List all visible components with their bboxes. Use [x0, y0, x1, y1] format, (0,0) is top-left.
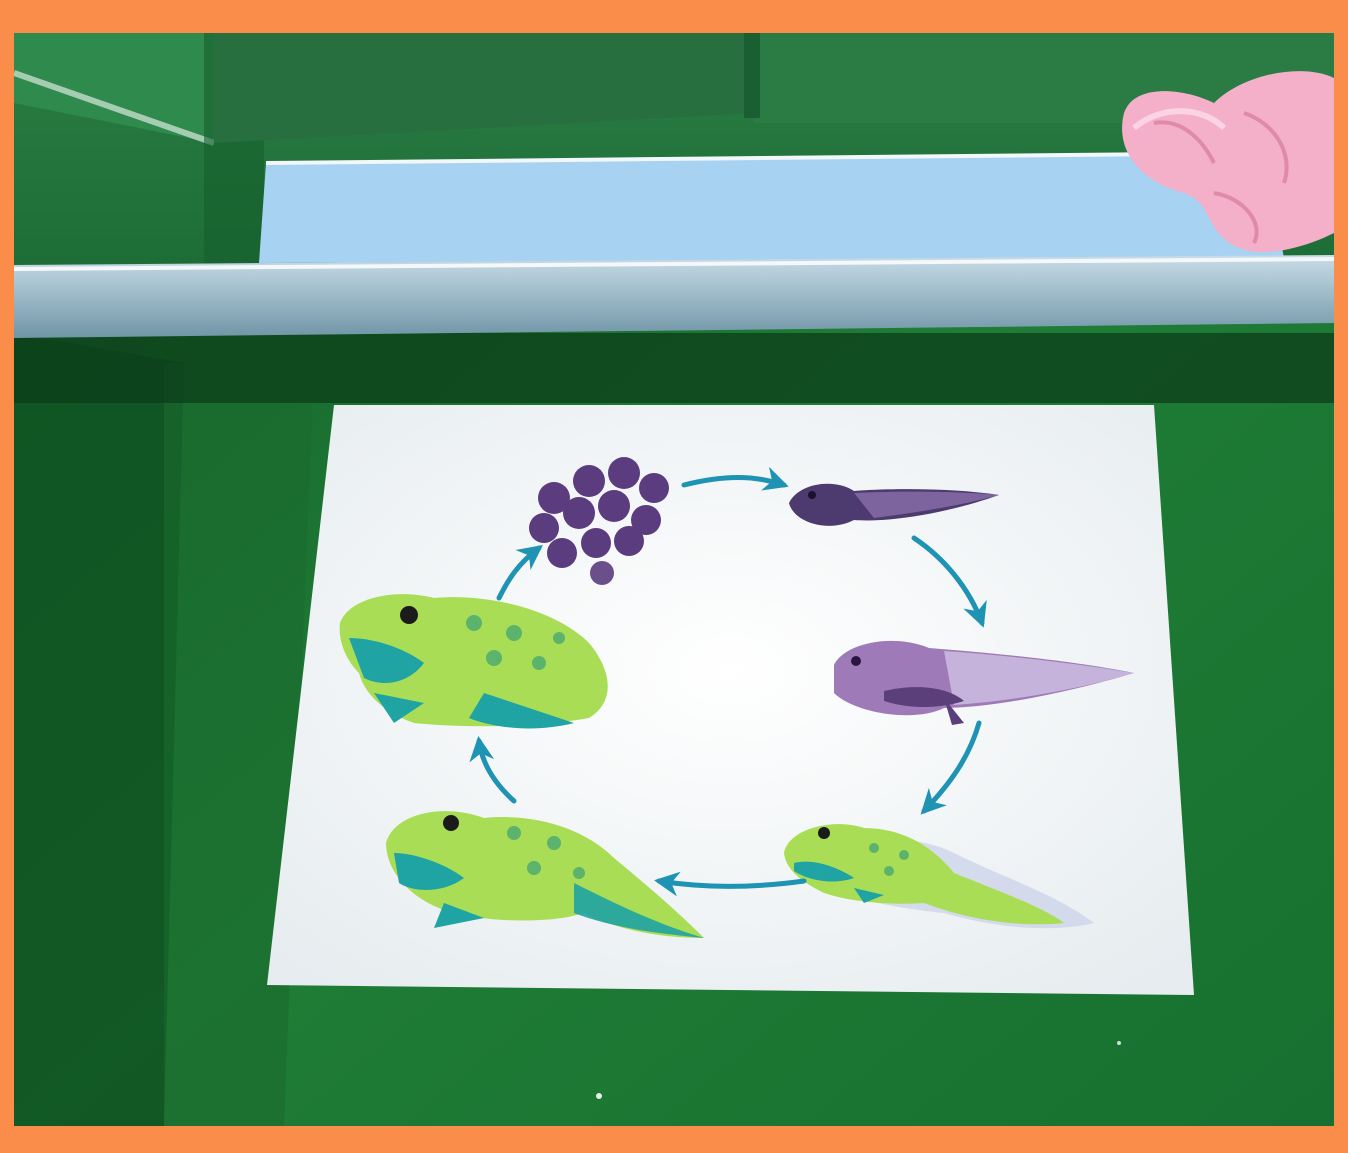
- photo-scene: [14, 33, 1334, 1126]
- box-left-wall: [14, 333, 184, 1126]
- shelf-blue-paper: [259, 153, 1284, 263]
